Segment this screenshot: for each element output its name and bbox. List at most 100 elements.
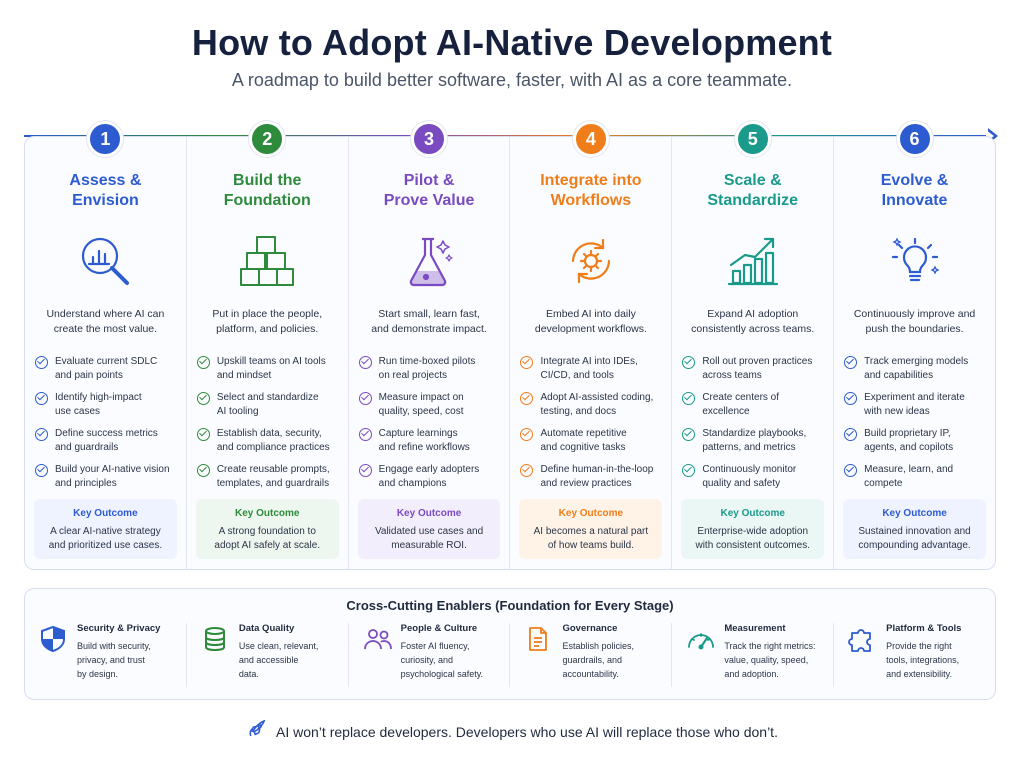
enabler-item: Security & Privacy Build with security, … — [25, 623, 187, 687]
check-circle-icon — [196, 428, 210, 441]
key-outcome-label: Key Outcome — [558, 508, 624, 519]
document-icon — [524, 623, 554, 687]
enabler-item: Measurement Track the right metrics: val… — [672, 623, 835, 687]
enabler-item: People & Culture Foster AI fluency, curi… — [349, 623, 511, 687]
key-outcome-label: Key Outcome — [720, 508, 785, 519]
check-circle-icon — [35, 428, 48, 441]
check-circle-icon — [35, 356, 48, 369]
check-circle-icon — [358, 392, 372, 405]
key-outcome-label: Key Outcome — [235, 508, 300, 519]
check-circle-icon — [35, 392, 48, 405]
stage-number-badge: 2 — [249, 121, 286, 157]
enabler-item: Platform & Tools Provide the right tools… — [834, 623, 995, 687]
enabler-name: Data Quality — [238, 623, 295, 634]
stage-title: Scale &Standardize — [707, 172, 799, 209]
check-circle-icon — [35, 464, 48, 477]
enabler-description: Build with security, privacy, and trust … — [77, 641, 151, 679]
check-circle-icon — [682, 356, 696, 369]
stage-bullet: Create reusable prompts,templates, and g… — [196, 463, 338, 491]
check-circle-icon — [520, 428, 534, 441]
check-circle-icon — [844, 464, 858, 477]
check-circle-icon — [196, 392, 210, 405]
stage-title: Pilot &Prove Value — [383, 172, 475, 209]
stage-number-badge: 5 — [734, 121, 771, 157]
stage-column: 3 Pilot &Prove Value Start small, learn … — [349, 121, 511, 569]
database-icon — [201, 623, 231, 687]
check-circle-icon — [844, 428, 858, 441]
stage-title: Assess &Envision — [69, 172, 142, 209]
check-circle-icon — [358, 356, 372, 369]
lightbulb-icon — [834, 225, 995, 297]
gear-cycle-icon — [510, 225, 671, 297]
stage-column: 6 Evolve &Innovate Continuously improve … — [834, 121, 995, 569]
check-circle-icon — [682, 428, 696, 441]
stage-number-badge: 6 — [896, 121, 933, 157]
stage-bullet-list: Integrate AI into IDEs,CI/CD, and tools … — [510, 355, 671, 505]
check-circle-icon — [520, 392, 534, 405]
rocket-icon — [246, 718, 268, 745]
magnifier-chart-icon — [25, 225, 186, 297]
enabler-name: Measurement — [724, 623, 786, 634]
stage-bullet: Establish data, security,and compliance … — [196, 427, 338, 455]
check-circle-icon — [520, 464, 534, 477]
stage-description: Put in place the people,platform, and po… — [212, 308, 323, 335]
enabler-name: Platform & Tools — [886, 623, 962, 634]
enabler-item: Governance Establish policies, guardrail… — [510, 623, 673, 687]
enablers-panel: Cross-Cutting Enablers (Foundation for E… — [24, 588, 996, 700]
stage-number-badge: 3 — [411, 121, 448, 157]
enabler-name: Security & Privacy — [77, 623, 161, 634]
check-circle-icon — [520, 356, 534, 369]
enabler-description: Track the right metrics: value, quality,… — [724, 641, 816, 679]
check-circle-icon — [196, 356, 210, 369]
check-circle-icon — [358, 464, 372, 477]
check-circle-icon — [682, 392, 696, 405]
enabler-description: Establish policies, guardrails, and acco… — [562, 641, 635, 679]
enablers-title: Cross-Cutting Enablers (Foundation for E… — [346, 598, 674, 613]
puzzle-icon — [848, 623, 878, 687]
stage-bullet: Build proprietary IP,agents, and copilot… — [844, 427, 985, 455]
gauge-icon — [686, 623, 716, 687]
shield-icon — [39, 623, 69, 687]
page-subtitle: A roadmap to build better software, fast… — [231, 70, 793, 90]
stage-bullet: Integrate AI into IDEs,CI/CD, and tools — [520, 355, 661, 383]
footer-quote: AI won’t replace developers. Developers … — [276, 723, 778, 740]
flask-icon — [349, 225, 510, 297]
page-title: How to Adopt AI-Native Development — [191, 22, 833, 63]
check-circle-icon — [196, 464, 210, 477]
check-circle-icon — [844, 392, 858, 405]
